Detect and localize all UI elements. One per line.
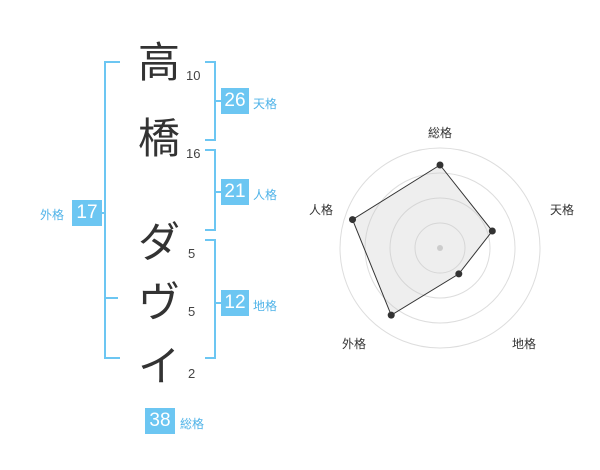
soukaku-badge: 38 xyxy=(145,408,175,434)
radar-point-5 xyxy=(349,216,357,224)
stroke-count-1: 10 xyxy=(186,68,201,83)
name-char-2: 橋 xyxy=(137,114,180,163)
radar-axis-label-chikaku: 地格 xyxy=(512,337,537,351)
radar-ring xyxy=(364,172,516,324)
gaikaku-badge: 17 xyxy=(72,200,102,226)
radar-point-2 xyxy=(488,227,496,235)
tenkaku-label: 天格 xyxy=(253,97,278,111)
radar-axis-label-gaikaku: 外格 xyxy=(342,337,367,351)
name-char-4: ヴ xyxy=(137,278,180,327)
name-char-1: 高 xyxy=(137,38,180,87)
radar-ring xyxy=(339,147,541,349)
radar-polygon xyxy=(351,164,493,316)
radar-axis-label-soukaku: 総格 xyxy=(428,126,453,140)
stroke-count-2: 16 xyxy=(186,146,201,161)
jinkaku-badge: 21 xyxy=(221,179,249,205)
radar-axis-label-jinkaku: 人格 xyxy=(309,203,334,217)
name-char-5: イ xyxy=(137,342,180,391)
radar-ring xyxy=(389,197,491,299)
gaikaku-label: 外格 xyxy=(40,208,65,222)
jinkaku-label: 人格 xyxy=(253,188,278,202)
soukaku-label: 総格 xyxy=(180,417,205,431)
chikaku-label: 地格 xyxy=(253,299,278,313)
stroke-count-3: 5 xyxy=(188,246,196,261)
radar-point-1 xyxy=(436,161,444,169)
radar-center xyxy=(437,245,443,251)
stroke-count-4: 5 xyxy=(188,304,196,319)
radar-point-4 xyxy=(387,311,395,319)
tenkaku-badge: 26 xyxy=(221,88,249,114)
radar-ring xyxy=(414,222,466,274)
stroke-count-5: 2 xyxy=(188,366,196,381)
name-char-3: ダ xyxy=(137,218,180,267)
radar-point-3 xyxy=(455,270,463,278)
radar-axis-label-tenkaku: 天格 xyxy=(550,203,575,217)
chikaku-badge: 12 xyxy=(221,290,249,316)
